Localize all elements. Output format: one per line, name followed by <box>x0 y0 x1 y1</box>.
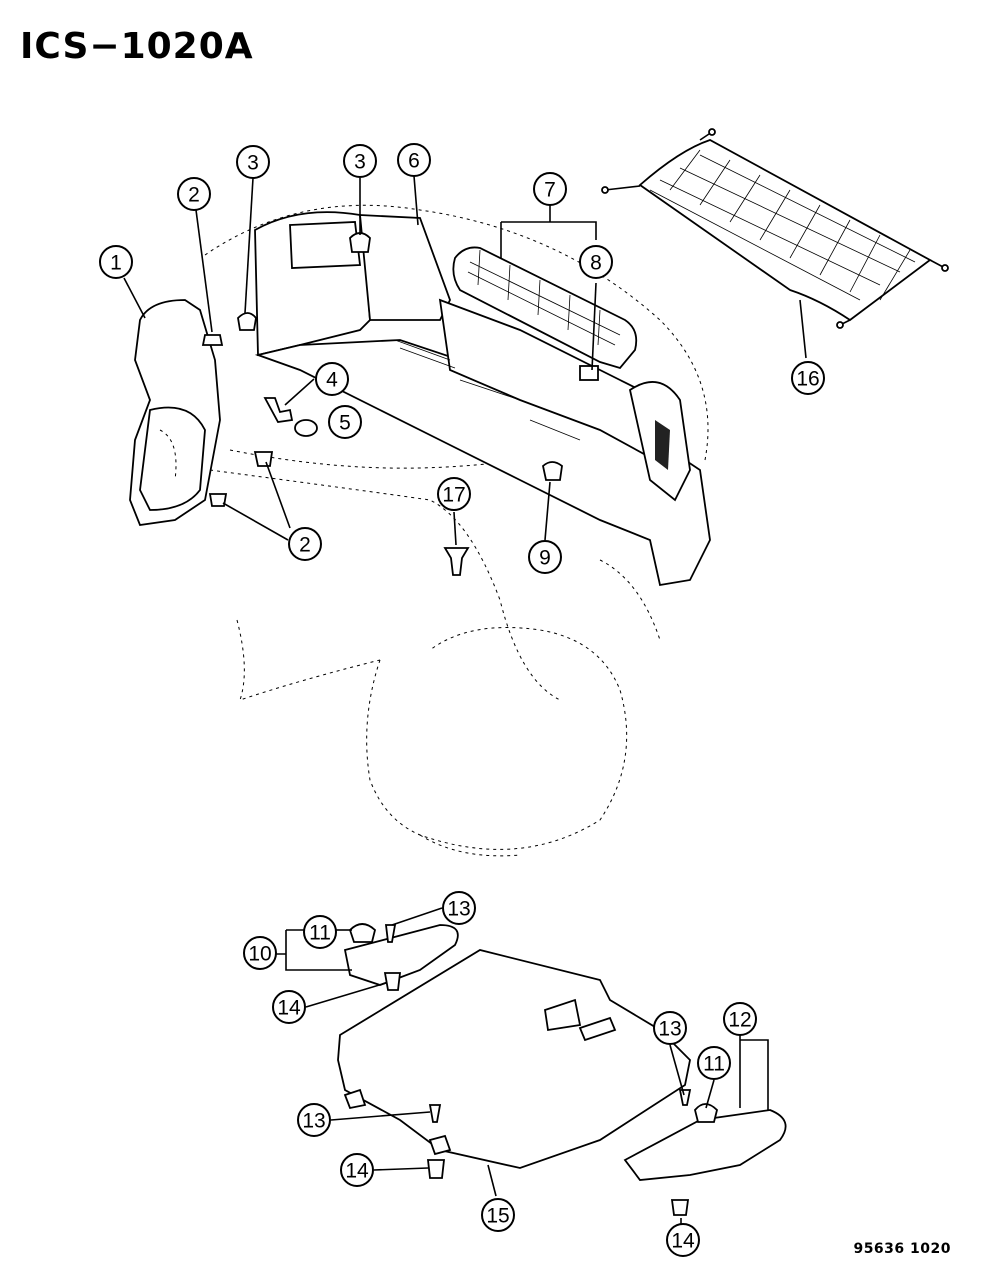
callout-13: 13 <box>297 1103 331 1137</box>
callout-4: 4 <box>315 362 349 396</box>
svg-text:13: 13 <box>302 1110 325 1133</box>
svg-text:6: 6 <box>408 150 420 173</box>
callout-9: 9 <box>528 540 562 574</box>
callout-16: 16 <box>791 361 825 395</box>
callout-15: 15 <box>481 1198 515 1232</box>
callout-2: 2 <box>288 527 322 561</box>
svg-text:11: 11 <box>703 1053 725 1076</box>
right-floor-bracket <box>623 1089 787 1216</box>
svg-text:8: 8 <box>590 252 602 275</box>
svg-text:2: 2 <box>299 534 311 557</box>
diagram-code: 95636 1020 <box>853 1241 951 1257</box>
callout-14: 14 <box>272 990 306 1024</box>
svg-text:16: 16 <box>796 368 819 391</box>
callout-10: 10 <box>243 936 277 970</box>
lower-fasteners <box>426 1104 446 1179</box>
svg-text:14: 14 <box>277 997 301 1020</box>
upper-fasteners <box>201 232 563 576</box>
trunk-floor-panel <box>337 949 691 1169</box>
left-floor-bracket <box>343 923 459 991</box>
callout-5: 5 <box>328 405 362 439</box>
cargo-net <box>601 128 949 329</box>
svg-text:13: 13 <box>658 1018 681 1041</box>
svg-text:13: 13 <box>447 898 470 921</box>
trunk-side-trim <box>254 211 711 587</box>
callout-12: 12 <box>723 1002 757 1036</box>
svg-text:9: 9 <box>539 547 551 570</box>
callout-13: 13 <box>442 891 476 925</box>
svg-text:1: 1 <box>110 252 122 275</box>
svg-text:14: 14 <box>345 1160 369 1183</box>
callout-17: 17 <box>437 477 471 511</box>
callout-11: 11 <box>697 1046 731 1080</box>
svg-text:4: 4 <box>326 369 338 392</box>
callout-13: 13 <box>653 1011 687 1045</box>
callout-6: 6 <box>397 143 431 177</box>
svg-text:3: 3 <box>354 151 366 174</box>
rear-sill-trim <box>452 246 638 381</box>
callout-1: 1 <box>99 245 133 279</box>
callout-3: 3 <box>236 145 270 179</box>
svg-text:17: 17 <box>442 484 465 507</box>
svg-text:12: 12 <box>728 1009 751 1032</box>
svg-text:7: 7 <box>544 179 556 202</box>
callout-14: 14 <box>340 1153 374 1187</box>
svg-text:5: 5 <box>339 412 351 435</box>
callout-8: 8 <box>579 245 613 279</box>
svg-text:3: 3 <box>247 152 259 175</box>
page-title: ICS−1020A <box>20 26 254 67</box>
svg-text:10: 10 <box>248 943 271 966</box>
leader-lines <box>123 175 807 1237</box>
svg-text:15: 15 <box>486 1205 509 1228</box>
left-quarter-trim-panel <box>129 299 221 526</box>
callout-7: 7 <box>533 172 567 206</box>
callout-3: 3 <box>343 144 377 178</box>
callout-14: 14 <box>666 1223 700 1257</box>
svg-text:14: 14 <box>671 1230 695 1253</box>
svg-text:11: 11 <box>309 922 331 945</box>
callout-2: 2 <box>177 177 211 211</box>
svg-text:2: 2 <box>188 184 200 207</box>
callout-11: 11 <box>303 915 337 949</box>
